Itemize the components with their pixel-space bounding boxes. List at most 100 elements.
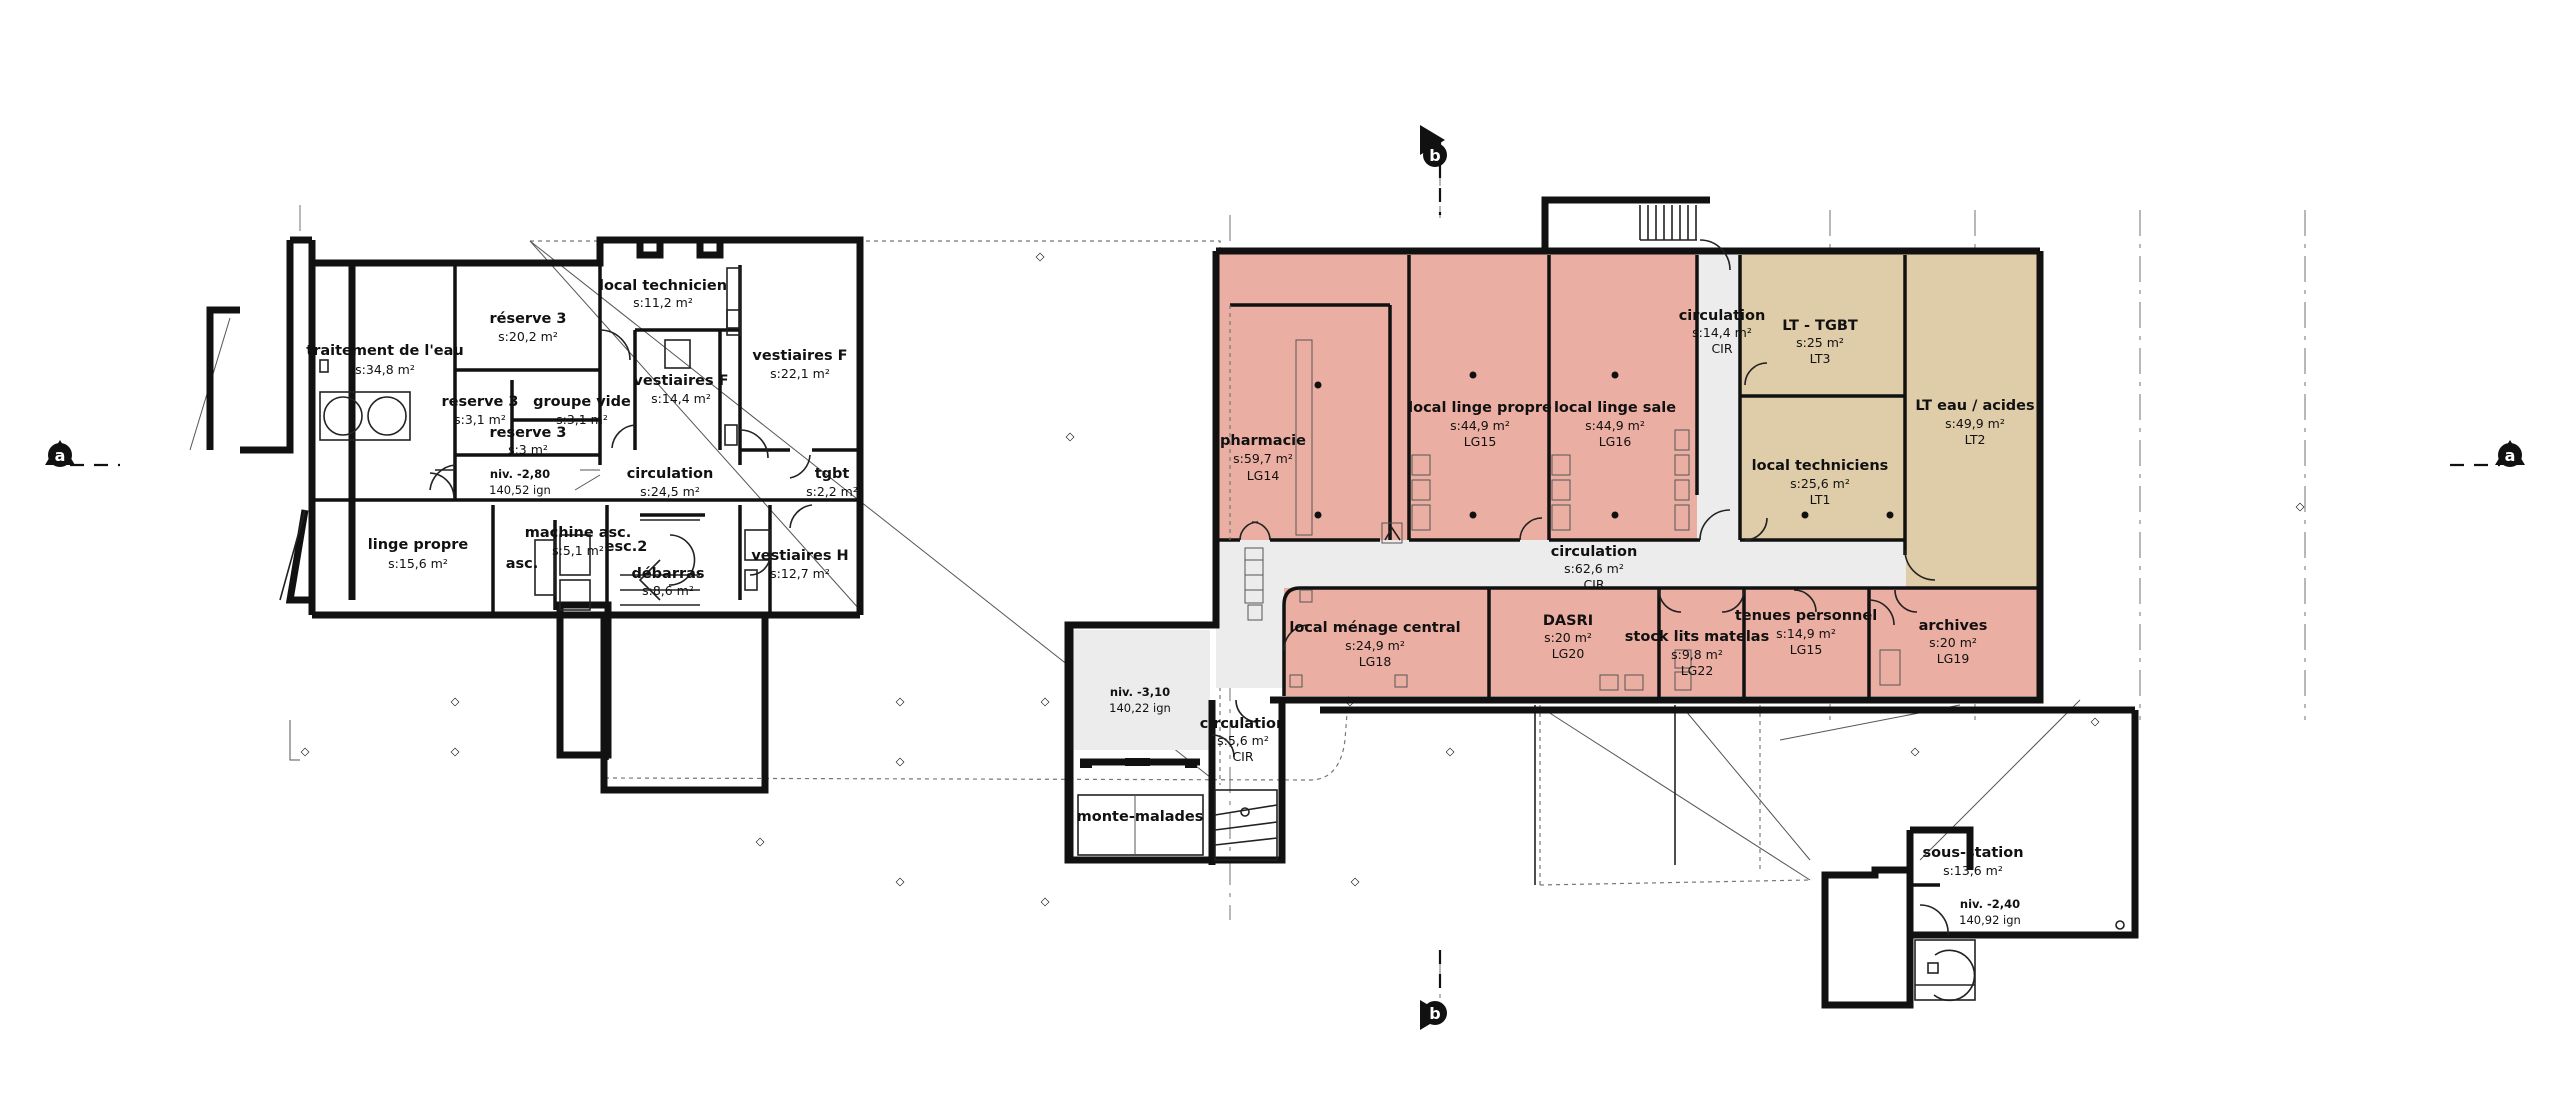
svg-text:LG22: LG22: [1681, 663, 1714, 678]
svg-text:◇: ◇: [1036, 249, 1045, 263]
svg-text:reserve 3: reserve 3: [489, 425, 566, 441]
room-label-linge-sale: local linge sale s:44,9 m² LG16: [1554, 400, 1676, 449]
room-label-debarras: débarras s:8,6 m²: [631, 566, 704, 598]
room-label-asc: asc.: [506, 556, 539, 572]
svg-text:pharmacie: pharmacie: [1220, 433, 1306, 449]
room-label-groupe-vide: groupe vide s:3,1 m²: [533, 394, 631, 427]
svg-text:s:44,9 m²: s:44,9 m²: [1585, 418, 1645, 433]
svg-text:local ménage central: local ménage central: [1289, 620, 1460, 636]
svg-text:LG15: LG15: [1464, 434, 1497, 449]
svg-text:local linge sale: local linge sale: [1554, 400, 1676, 416]
svg-text:circulation: circulation: [1551, 544, 1638, 560]
level-label-center: niv. -3,10 140,22 ign: [1109, 685, 1171, 715]
svg-text:s:20 m²: s:20 m²: [1544, 630, 1592, 645]
section-marker-a-left: a: [45, 440, 75, 467]
svg-text:esc.2: esc.2: [605, 539, 648, 555]
svg-text:s:25,6 m²: s:25,6 m²: [1790, 476, 1850, 491]
svg-text:local techniciens: local techniciens: [1752, 458, 1889, 474]
svg-text:CIR: CIR: [1583, 577, 1604, 592]
room-label-reserve-b: reserve 3 s:3 m²: [489, 425, 566, 457]
svg-text:circulation: circulation: [627, 466, 714, 482]
room-label-pharmacie: pharmacie s:59,7 m² LG14: [1220, 433, 1306, 483]
svg-text:s:13,6 m²: s:13,6 m²: [1943, 863, 2003, 878]
svg-text:LG16: LG16: [1599, 434, 1632, 449]
room-label-lt-eau: LT eau / acides s:49,9 m² LT2: [1915, 398, 2034, 447]
svg-text:vestiaires H: vestiaires H: [751, 548, 848, 564]
svg-text:s:62,6 m²: s:62,6 m²: [1564, 561, 1624, 576]
svg-text:traitement de l'eau: traitement de l'eau: [306, 343, 463, 359]
room-label-circulation-n: circulation s:14,4 m² CIR: [1679, 308, 1766, 356]
svg-text:◇: ◇: [1351, 874, 1360, 888]
svg-text:LT eau / acides: LT eau / acides: [1915, 398, 2034, 414]
room-label-local-techniciens: local techniciens s:25,6 m² LT1: [1752, 458, 1889, 507]
room-label-circulation-w: circulation s:24,5 m²: [627, 466, 714, 499]
svg-text:s:9,8 m²: s:9,8 m²: [1671, 647, 1723, 662]
dasri-fill: [1489, 588, 1659, 696]
svg-text:LG15: LG15: [1790, 642, 1823, 657]
svg-text:réserve 3: réserve 3: [489, 311, 566, 327]
svg-text:LG18: LG18: [1359, 654, 1392, 669]
room-label-circulation-main: circulation s:62,6 m² CIR: [1551, 544, 1638, 592]
svg-text:◇: ◇: [1041, 694, 1050, 708]
room-label-vestiaires-f1: vestiaires F s:14,4 m²: [633, 373, 728, 406]
svg-text:s:44,9 m²: s:44,9 m²: [1450, 418, 1510, 433]
svg-text:tgbt: tgbt: [815, 466, 850, 482]
local-techniciens-fill: [1740, 396, 1905, 540]
svg-text:CIR: CIR: [1232, 749, 1253, 764]
svg-text:linge propre: linge propre: [368, 537, 469, 553]
svg-text:LT1: LT1: [1810, 492, 1831, 507]
section-marker-a-right: a: [2495, 440, 2525, 467]
svg-text:local technicien: local technicien: [599, 278, 727, 294]
svg-text:◇: ◇: [896, 694, 905, 708]
section-b-bottom-label: b: [1429, 1004, 1440, 1023]
room-label-local-technicien: local technicien s:11,2 m²: [599, 278, 727, 310]
room-fills: [1068, 251, 2038, 750]
lt-eau-fill: [1905, 251, 2038, 587]
svg-text:s:59,7 m²: s:59,7 m²: [1233, 451, 1293, 466]
svg-text:◇: ◇: [1346, 694, 1355, 708]
svg-text:s:20,2 m²: s:20,2 m²: [498, 329, 558, 344]
room-label-esc2: esc.2: [605, 539, 648, 555]
circulation-n-fill: [1697, 251, 1740, 541]
svg-text:◇: ◇: [756, 834, 765, 848]
lift-monte-malades: [1077, 758, 1204, 856]
level-label-west: niv. -2,80 140,52 ign: [489, 467, 551, 497]
svg-text:stock lits matelas: stock lits matelas: [1625, 629, 1769, 645]
svg-text:140,52 ign: 140,52 ign: [489, 483, 551, 497]
svg-text:s:8,6 m²: s:8,6 m²: [642, 583, 694, 598]
room-label-tgbt: tgbt s:2,2 m²: [806, 466, 858, 499]
linge-propre-fill: [1409, 251, 1549, 540]
svg-text:◇: ◇: [1066, 429, 1075, 443]
svg-text:monte-malades: monte-malades: [1077, 809, 1204, 825]
room-label-reserve-a: reserve 3 s:3,1 m²: [441, 394, 518, 427]
svg-text:s:2,2 m²: s:2,2 m²: [806, 484, 858, 499]
room-label-linge-propre-w: linge propre s:15,6 m²: [368, 537, 469, 571]
room-label-reserve3: réserve 3 s:20,2 m²: [489, 311, 566, 344]
svg-text:◇: ◇: [2091, 714, 2100, 728]
stock-lits-fill: [1659, 588, 1744, 696]
svg-text:s:24,5 m²: s:24,5 m²: [640, 484, 700, 499]
room-label-vestiaires-h: vestiaires H s:12,7 m²: [751, 548, 848, 581]
room-label-circulation-s: circulation s:5,6 m² CIR: [1200, 716, 1287, 764]
svg-text:niv. -2,80: niv. -2,80: [490, 467, 550, 481]
svg-text:◇: ◇: [1041, 894, 1050, 908]
svg-text:DASRI: DASRI: [1543, 613, 1593, 629]
svg-text:140,92 ign: 140,92 ign: [1959, 913, 2021, 927]
svg-text:s:11,2 m²: s:11,2 m²: [633, 295, 693, 310]
svg-text:LG14: LG14: [1247, 468, 1280, 483]
svg-text:s:34,8 m²: s:34,8 m²: [355, 362, 415, 377]
svg-text:LT3: LT3: [1810, 351, 1831, 366]
svg-text:débarras: débarras: [631, 566, 704, 582]
svg-text:s:14,9 m²: s:14,9 m²: [1776, 626, 1836, 641]
svg-text:niv. -3,10: niv. -3,10: [1110, 685, 1170, 699]
svg-text:s:12,7 m²: s:12,7 m²: [770, 566, 830, 581]
niv-hall-fill: [1068, 630, 1210, 750]
svg-text:◇: ◇: [451, 694, 460, 708]
archives-fill: [1869, 588, 2038, 696]
section-a-right-label: a: [2505, 446, 2516, 465]
svg-text:tenues personnel: tenues personnel: [1735, 608, 1877, 624]
svg-text:s:15,6 m²: s:15,6 m²: [388, 556, 448, 571]
room-label-archives: archives s:20 m² LG19: [1919, 618, 1988, 666]
svg-text:s:3 m²: s:3 m²: [508, 442, 548, 457]
svg-text:local linge propre: local linge propre: [1408, 400, 1552, 416]
